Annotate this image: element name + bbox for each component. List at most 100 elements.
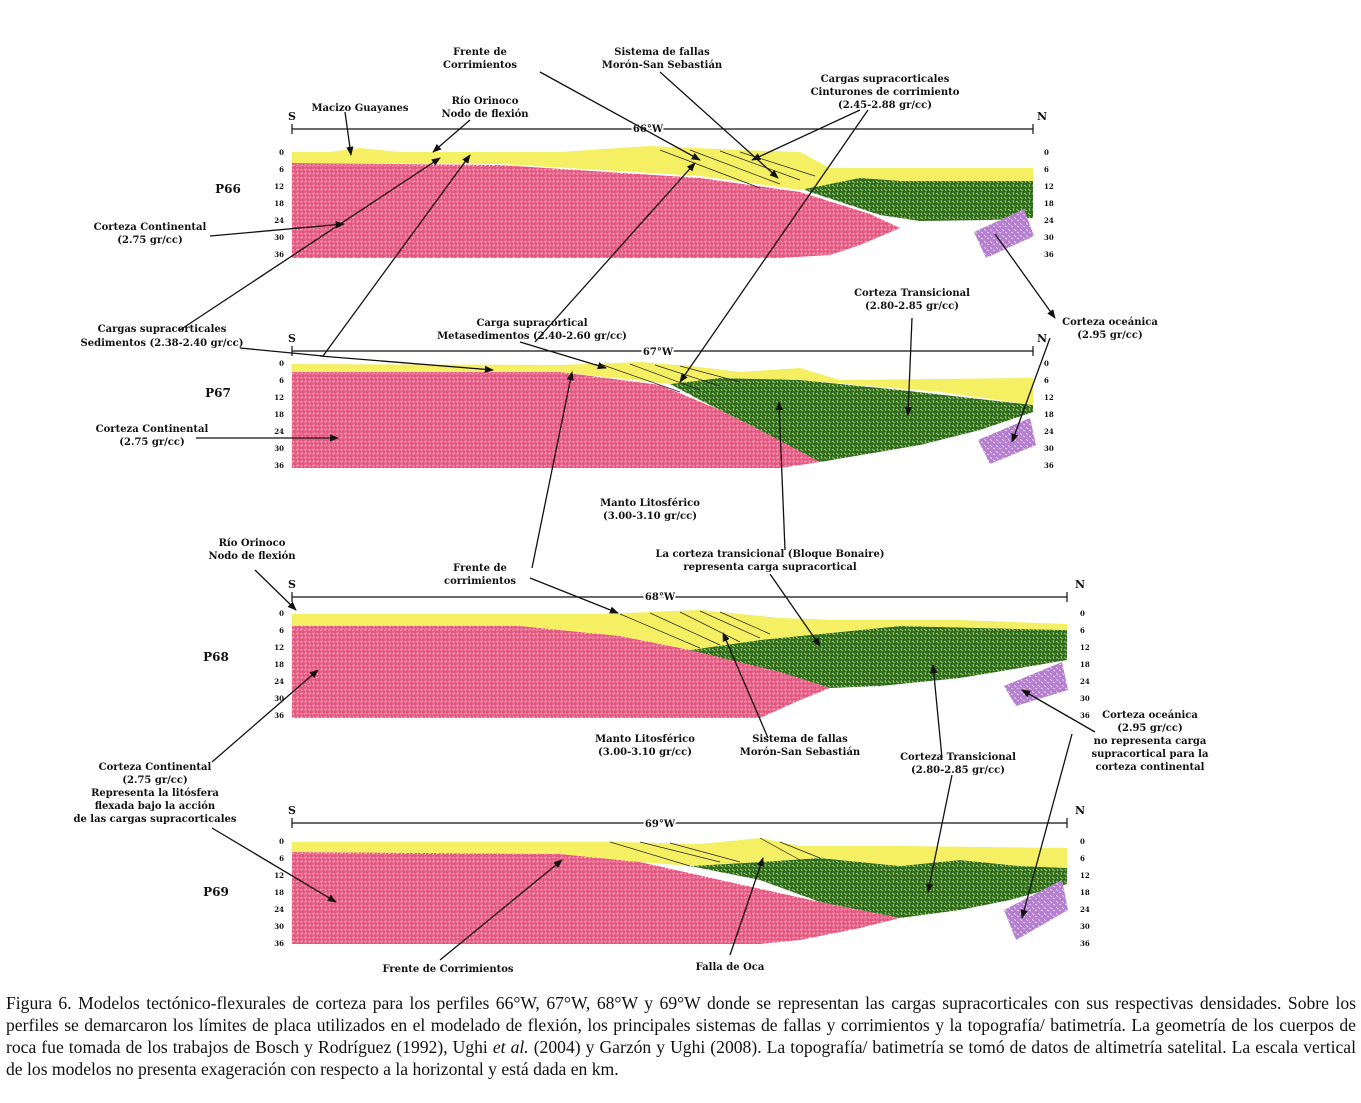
sediment-body xyxy=(292,838,1067,868)
transitional-crust-body xyxy=(690,626,1067,688)
svg-text:36: 36 xyxy=(1080,711,1090,720)
oceanic-crust-body xyxy=(978,418,1036,464)
svg-text:6: 6 xyxy=(279,626,284,635)
oceanic-crust-body xyxy=(974,209,1034,258)
north-label: N xyxy=(1037,332,1047,345)
label-corteza-continental-66: Corteza Continental (2.75 gr/cc) xyxy=(94,222,207,246)
svg-text:36: 36 xyxy=(274,461,284,470)
transitional-crust-body xyxy=(690,858,1067,918)
svg-text:Frente de: Frente de xyxy=(453,563,507,574)
svg-text:0: 0 xyxy=(279,359,284,368)
depth-scale-left: 0 6 12 18 24 30 36 xyxy=(274,609,284,720)
svg-text:12: 12 xyxy=(274,871,284,880)
sediment-body xyxy=(292,362,1033,405)
svg-text:18: 18 xyxy=(274,660,284,669)
svg-text:(3.00-3.10 gr/cc): (3.00-3.10 gr/cc) xyxy=(603,511,697,522)
svg-text:36: 36 xyxy=(1044,461,1054,470)
svg-text:18: 18 xyxy=(1044,199,1054,208)
continental-crust-body xyxy=(292,163,900,258)
svg-text:30: 30 xyxy=(1080,694,1090,703)
svg-text:Corteza Continental: Corteza Continental xyxy=(99,762,212,773)
longitude-label: 68°W xyxy=(645,592,676,603)
svg-text:(2.75 gr/cc): (2.75 gr/cc) xyxy=(119,437,184,448)
svg-text:12: 12 xyxy=(1044,182,1054,191)
continental-crust-body xyxy=(292,626,830,718)
svg-text:Sedimentos (2.38-2.40 gr/cc): Sedimentos (2.38-2.40 gr/cc) xyxy=(81,338,244,349)
svg-text:12: 12 xyxy=(1080,871,1090,880)
svg-text:Corteza oceánica: Corteza oceánica xyxy=(1062,317,1158,328)
profile-name: P67 xyxy=(205,386,231,400)
svg-text:representa carga supracortical: representa carga supracortical xyxy=(683,562,857,573)
label-corteza-oceanica-68: Corteza oceánica (2.95 gr/cc) no represe… xyxy=(1092,710,1209,773)
svg-text:24: 24 xyxy=(1080,905,1090,914)
svg-text:Río Orinoco: Río Orinoco xyxy=(219,538,286,549)
svg-text:6: 6 xyxy=(279,376,284,385)
south-label: S xyxy=(288,332,296,345)
south-label: S xyxy=(288,804,296,817)
continental-crust-body xyxy=(292,852,900,944)
label-rio-orinoco-top: Río Orinoco Nodo de flexión xyxy=(441,96,529,120)
profile-name: P68 xyxy=(203,650,229,664)
profile-p68: S N 68°W P68 0 6 12 18 24 30 36 0 6 12 1… xyxy=(203,578,1090,720)
svg-text:6: 6 xyxy=(279,165,284,174)
svg-text:Manto Litosférico: Manto Litosférico xyxy=(600,498,700,509)
caption-text-1: Figura 6. Modelos tectónico-flexurales d… xyxy=(6,993,1356,1057)
svg-text:30: 30 xyxy=(274,922,284,931)
label-macizo-guayanes: Macizo Guayanes xyxy=(311,103,408,114)
label-frente-corrimientos-top: Frente de Corrimientos xyxy=(443,47,517,71)
longitude-label: 66°W xyxy=(633,124,664,135)
svg-text:30: 30 xyxy=(274,694,284,703)
label-corteza-oceanica-66: Corteza oceánica (2.95 gr/cc) xyxy=(1062,317,1158,341)
svg-text:(2.45-2.88 gr/cc): (2.45-2.88 gr/cc) xyxy=(838,100,932,111)
svg-text:0: 0 xyxy=(1080,609,1085,618)
svg-text:0: 0 xyxy=(1044,148,1049,157)
svg-text:Representa la litósfera: Representa la litósfera xyxy=(91,788,219,799)
label-falla-oca: Falla de Oca xyxy=(696,962,765,973)
svg-text:Sistema de fallas: Sistema de fallas xyxy=(752,734,848,745)
caption-et-al: et al. xyxy=(492,1037,529,1057)
label-rio-orinoco-68: Río Orinoco Nodo de flexión xyxy=(208,538,296,562)
profile-p69: S N 69°W P69 0 6 12 18 24 30 36 0 6 12 1… xyxy=(203,804,1090,948)
svg-text:Nodo de flexión: Nodo de flexión xyxy=(208,551,296,562)
svg-text:Cinturones de corrimiento: Cinturones de corrimiento xyxy=(811,87,960,98)
svg-text:Morón-San Sebastián: Morón-San Sebastián xyxy=(740,747,861,758)
svg-text:La corteza transicional (Bloqu: La corteza transicional (Bloque Bonaire) xyxy=(655,549,884,560)
thrust-faults xyxy=(619,610,771,649)
depth-scale-left: 0 6 12 18 24 30 36 xyxy=(274,148,284,259)
label-bloque-bonaire: La corteza transicional (Bloque Bonaire)… xyxy=(655,549,884,573)
svg-text:0: 0 xyxy=(1044,359,1049,368)
svg-text:Corteza Continental: Corteza Continental xyxy=(96,424,209,435)
profile-name: P69 xyxy=(203,885,229,899)
svg-text:18: 18 xyxy=(1080,660,1090,669)
svg-text:supracortical para la: supracortical para la xyxy=(1092,749,1209,760)
svg-text:Corteza Transicional: Corteza Transicional xyxy=(900,752,1016,763)
svg-text:de las cargas supracorticales: de las cargas supracorticales xyxy=(73,814,236,825)
south-label: S xyxy=(288,110,296,123)
svg-text:Corteza oceánica: Corteza oceánica xyxy=(1102,710,1198,721)
continental-crust-body xyxy=(292,372,820,468)
svg-text:6: 6 xyxy=(1044,165,1049,174)
svg-text:Río Orinoco: Río Orinoco xyxy=(452,96,519,107)
tectonic-profiles-figure: S N 66°W P66 0 6 12 18 24 30 36 0 6 12 1… xyxy=(73,47,1209,975)
svg-text:(2.95 gr/cc): (2.95 gr/cc) xyxy=(1077,330,1142,341)
svg-text:Nodo de flexión: Nodo de flexión xyxy=(441,109,529,120)
svg-text:(2.75 gr/cc): (2.75 gr/cc) xyxy=(117,235,182,246)
caption-text-2: (2004) y Garzón y Ughi (2008). La topogr… xyxy=(6,1037,1356,1079)
svg-text:12: 12 xyxy=(1044,393,1054,402)
svg-text:Sistema de fallas: Sistema de fallas xyxy=(614,47,710,58)
svg-text:Falla de Oca: Falla de Oca xyxy=(696,962,765,973)
svg-text:0: 0 xyxy=(279,609,284,618)
thrust-faults xyxy=(609,837,821,867)
svg-text:Frente de: Frente de xyxy=(453,47,507,58)
label-corteza-transicional-66: Corteza Transicional (2.80-2.85 gr/cc) xyxy=(854,288,970,312)
svg-text:24: 24 xyxy=(274,427,284,436)
svg-text:30: 30 xyxy=(1044,233,1054,242)
svg-text:Corteza Continental: Corteza Continental xyxy=(94,222,207,233)
north-label: N xyxy=(1075,578,1085,591)
svg-text:18: 18 xyxy=(1080,888,1090,897)
svg-text:18: 18 xyxy=(274,199,284,208)
depth-scale-left: 0 6 12 18 24 30 36 xyxy=(274,837,284,948)
svg-text:flexada bajo la acción: flexada bajo la acción xyxy=(95,801,216,812)
svg-text:30: 30 xyxy=(1044,444,1054,453)
oceanic-crust-body xyxy=(1004,662,1068,706)
